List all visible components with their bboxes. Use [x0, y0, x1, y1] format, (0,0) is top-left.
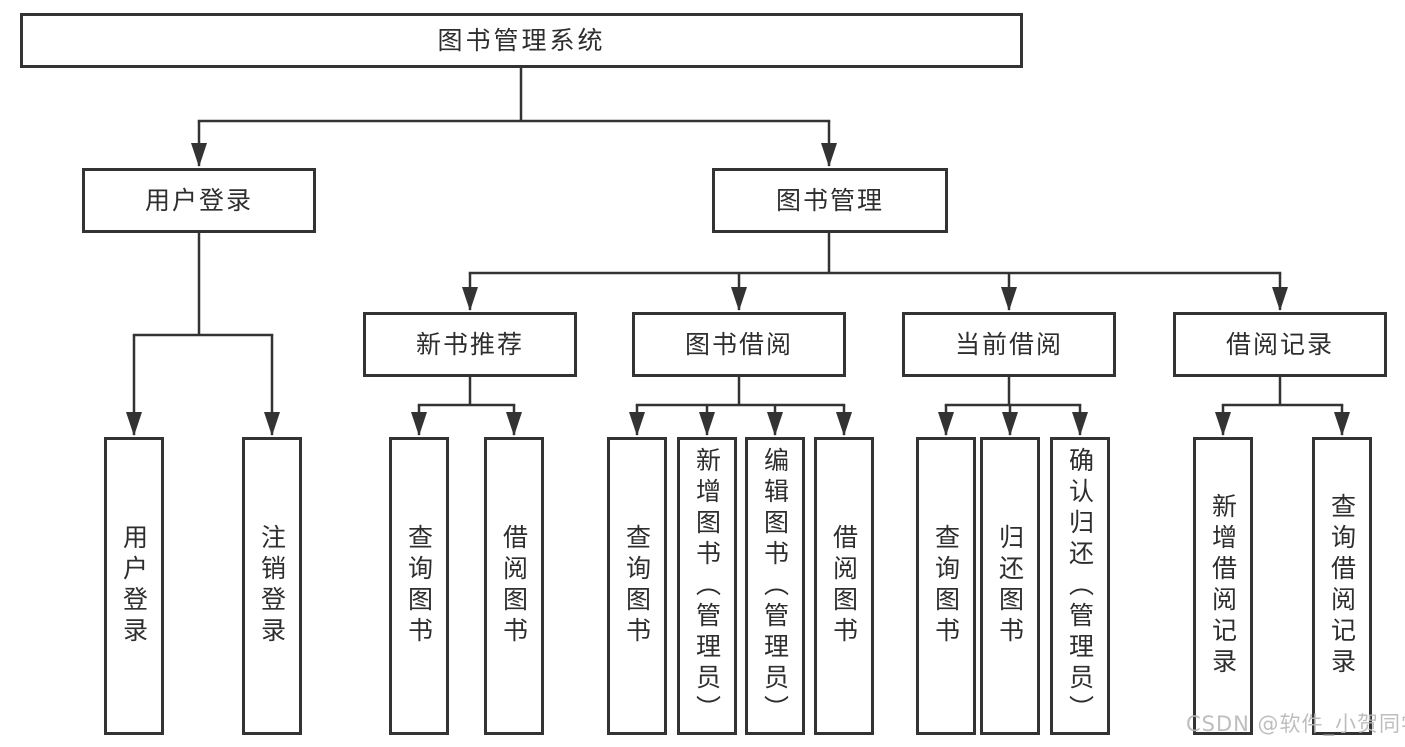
node-borrow-records: 借阅记录: [1173, 312, 1387, 377]
leaf-bb-borrow-books: 借阅图书: [814, 437, 874, 735]
connector-book-mgmt-branch: [468, 231, 1282, 275]
node-book-borrow: 图书借阅: [632, 312, 846, 377]
node-current-borrow: 当前借阅: [902, 312, 1116, 377]
node-library-system-root: 图书管理系统: [20, 13, 1023, 68]
connector-new-book-branch: [417, 375, 516, 407]
leaf-bb-add-books-admin: 新增图书（管理员）: [677, 437, 737, 735]
connector-book-borrow-branch: [635, 375, 846, 407]
leaf-cb-confirm-return-admin: 确认归还（管理员）: [1050, 437, 1110, 735]
leaf-cb-return-books: 归还图书: [980, 437, 1040, 735]
node-user-login: 用户登录: [82, 168, 316, 233]
leaf-bb-edit-books-admin: 编辑图书（管理员）: [745, 437, 805, 735]
csdn-watermark: CSDN @软件_小贺同学: [1186, 712, 1405, 736]
leaf-cb-query-books: 查询图书: [916, 437, 976, 735]
leaf-nb-query-books: 查询图书: [389, 437, 449, 735]
leaf-bb-query-books: 查询图书: [607, 437, 667, 735]
connector-current-borrow-branch: [944, 375, 1082, 407]
leaf-user-login: 用户登录: [104, 437, 164, 735]
leaf-logout: 注销登录: [242, 437, 302, 735]
connector-root-to-level2: [197, 66, 831, 123]
leaf-nb-borrow-books: 借阅图书: [484, 437, 544, 735]
node-book-management: 图书管理: [712, 168, 948, 233]
connector-borrow-record-branch: [1221, 375, 1344, 407]
leaf-br-add-record: 新增借阅记录: [1193, 437, 1253, 735]
connector-user-login-branch: [132, 231, 274, 337]
leaf-br-query-record: 查询借阅记录: [1312, 437, 1372, 735]
node-new-book-recommend: 新书推荐: [363, 312, 577, 377]
